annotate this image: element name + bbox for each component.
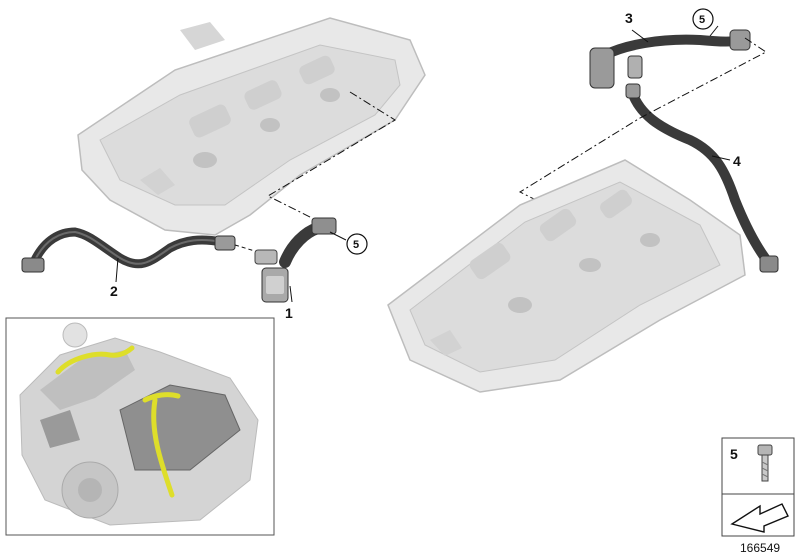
bolt-icon [757,444,773,482]
hose-part-3 [589,29,751,89]
callout-5-right: 5 [699,14,705,26]
orientation-arrow-icon [730,503,789,533]
valve-part-1 [254,217,337,303]
callout-5-circle-left: 5 [346,233,368,255]
link-line-left [266,91,396,219]
valve-cover-right [387,159,746,393]
callout-2: 2 [110,283,118,299]
hose-part-2 [21,227,236,273]
hose-part-4 [625,83,779,273]
link-line-right [518,37,767,209]
legend-bolt-label: 5 [730,446,738,462]
diagram-number: 166549 [740,541,781,555]
callout-4: 4 [733,153,741,169]
callout-5-left: 5 [353,239,359,251]
engine-inset [5,317,275,536]
valve-cover-left [77,17,426,236]
callout-1: 1 [285,305,293,321]
callout-5-circle-right: 5 [692,8,714,30]
callout-3: 3 [625,10,633,26]
legend-box: 5 [721,437,795,537]
